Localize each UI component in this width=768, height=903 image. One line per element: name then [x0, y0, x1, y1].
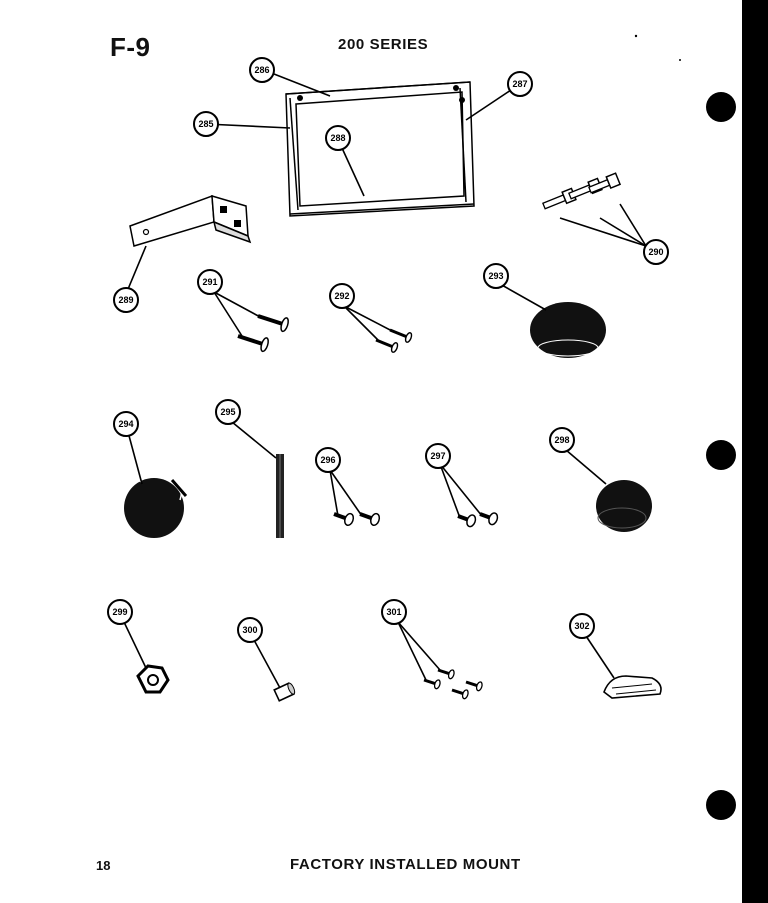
svg-text:285: 285 — [198, 119, 213, 129]
series-title: 200 SERIES — [338, 36, 429, 53]
screw-set-297 — [457, 512, 499, 528]
callout-287: 287 — [507, 71, 533, 97]
plug-part-298 — [596, 480, 652, 532]
callout-288: 288 — [325, 125, 351, 151]
footer-title: FACTORY INSTALLED MOUNT — [290, 856, 521, 873]
screw-set-296 — [333, 512, 381, 527]
svg-text:302: 302 — [574, 621, 589, 631]
screw-set-301 — [423, 668, 483, 700]
l-bracket-part — [129, 194, 252, 247]
screw-set-292 — [375, 328, 413, 353]
callout-298: 298 — [549, 427, 575, 453]
svg-text:292: 292 — [334, 291, 349, 301]
callout-299: 299 — [107, 599, 133, 625]
callout-294: 294 — [113, 411, 139, 437]
svg-text:288: 288 — [330, 133, 345, 143]
callout-289: 289 — [113, 287, 139, 313]
callout-286: 286 — [249, 57, 275, 83]
callout-297: 297 — [425, 443, 451, 469]
svg-text:299: 299 — [112, 607, 127, 617]
screw-set-291 — [237, 314, 289, 353]
plug-part-293 — [530, 302, 606, 358]
page-number: 18 — [96, 858, 111, 873]
callout-292: 292 — [329, 283, 355, 309]
svg-text:293: 293 — [488, 271, 503, 281]
svg-text:301: 301 — [386, 607, 401, 617]
bolt-set-290 — [542, 172, 622, 210]
hex-nut-part-299 — [136, 664, 170, 694]
callout-300: 300 — [237, 617, 263, 643]
binder-hole-bottom — [706, 790, 736, 820]
clip-part-302 — [603, 675, 662, 699]
binder-hole-top — [706, 92, 736, 122]
binder-hole-middle — [706, 440, 736, 470]
svg-text:287: 287 — [512, 79, 527, 89]
callout-301: 301 — [381, 599, 407, 625]
callout-302: 302 — [569, 613, 595, 639]
frame-assembly — [285, 81, 475, 217]
callout-293: 293 — [483, 263, 509, 289]
svg-text:286: 286 — [254, 65, 269, 75]
callout-285: 285 — [193, 111, 219, 137]
svg-text:296: 296 — [320, 455, 335, 465]
callout-290: 290 — [643, 239, 669, 265]
svg-text:295: 295 — [220, 407, 235, 417]
spacer-part-300 — [273, 682, 296, 702]
svg-text:294: 294 — [118, 419, 133, 429]
figure-id: F-9 — [110, 32, 151, 62]
binder-edge — [742, 0, 768, 903]
leader-lines — [123, 73, 647, 689]
svg-text:290: 290 — [648, 247, 663, 257]
svg-text:289: 289 — [118, 295, 133, 305]
callout-291: 291 — [197, 269, 223, 295]
callout-295: 295 — [215, 399, 241, 425]
svg-text:300: 300 — [242, 625, 257, 635]
strip-part-295 — [276, 454, 284, 538]
svg-text:297: 297 — [430, 451, 445, 461]
svg-text:291: 291 — [202, 277, 217, 287]
svg-text:298: 298 — [554, 435, 569, 445]
roll-part-294 — [124, 469, 188, 538]
callout-296: 296 — [315, 447, 341, 473]
